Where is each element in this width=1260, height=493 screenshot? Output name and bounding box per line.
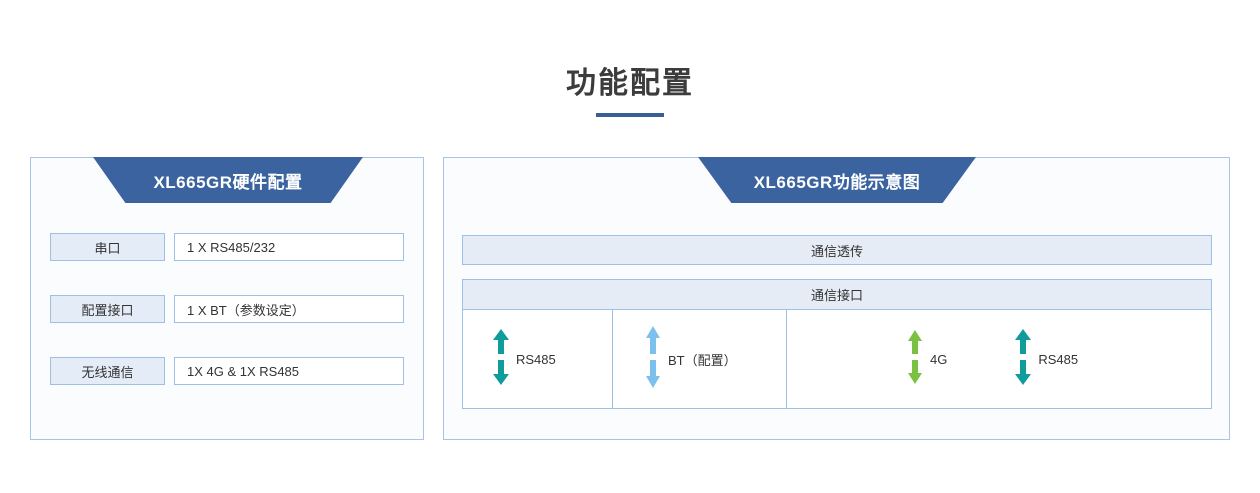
title-underline — [596, 113, 664, 117]
port-bt: BT（配置） — [645, 325, 737, 393]
spec-value-config-port: 1 X BT（参数设定） — [174, 295, 404, 323]
port-rs485-wireless: RS485 — [1015, 328, 1079, 390]
spec-label-config-port: 配置接口 — [50, 295, 165, 323]
port-rs485-serial: RS485 — [493, 328, 556, 390]
hardware-config-card: XL665GR硬件配置 串口 1 X RS485/232 配置接口 1 X BT… — [30, 157, 424, 440]
double-arrow-vertical-icon — [645, 325, 661, 393]
double-arrow-vertical-icon — [1015, 328, 1032, 390]
port-4g: 4G — [907, 329, 948, 389]
spec-value-serial: 1 X RS485/232 — [174, 233, 404, 261]
hardware-spec-list: 串口 1 X RS485/232 配置接口 1 X BT（参数设定） 无线通信 … — [50, 233, 404, 385]
table-row: 配置接口 1 X BT（参数设定） — [50, 295, 404, 323]
table-row: 串口 1 X RS485/232 — [50, 233, 404, 261]
double-arrow-vertical-icon — [907, 329, 923, 389]
interface-cell-wireless: 4G RS485 — [787, 310, 1211, 408]
port-label-bt: BT（配置） — [668, 352, 737, 368]
communication-interface-bar: 通信接口 — [462, 279, 1212, 309]
interface-cell-row: RS485 BT（配置） — [462, 309, 1212, 409]
interface-cell-bluetooth: BT（配置） — [613, 310, 787, 408]
port-label-4g: 4G — [930, 351, 948, 367]
spec-label-serial: 串口 — [50, 233, 165, 261]
spec-value-wireless: 1X 4G & 1X RS485 — [174, 357, 404, 385]
table-row: 无线通信 1X 4G & 1X RS485 — [50, 357, 404, 385]
transparent-transmission-bar: 通信透传 — [462, 235, 1212, 265]
port-label-rs485-wireless: RS485 — [1038, 351, 1079, 367]
page-title: 功能配置 — [566, 67, 694, 100]
page-header: 功能配置 — [0, 64, 1260, 117]
hardware-card-banner: XL665GR硬件配置 — [93, 157, 363, 203]
diagram-body: 通信透传 通信接口 RS485 — [462, 235, 1212, 409]
function-diagram-card: XL665GR功能示意图 通信透传 通信接口 RS485 — [443, 157, 1230, 440]
spec-label-wireless: 无线通信 — [50, 357, 165, 385]
diagram-card-banner: XL665GR功能示意图 — [698, 157, 976, 203]
hardware-card-banner-label: XL665GR硬件配置 — [153, 172, 303, 192]
diagram-card-banner-label: XL665GR功能示意图 — [753, 172, 921, 192]
port-label-rs485-serial: RS485 — [516, 351, 556, 367]
interface-cell-serial: RS485 — [463, 310, 613, 408]
double-arrow-vertical-icon — [493, 328, 509, 390]
